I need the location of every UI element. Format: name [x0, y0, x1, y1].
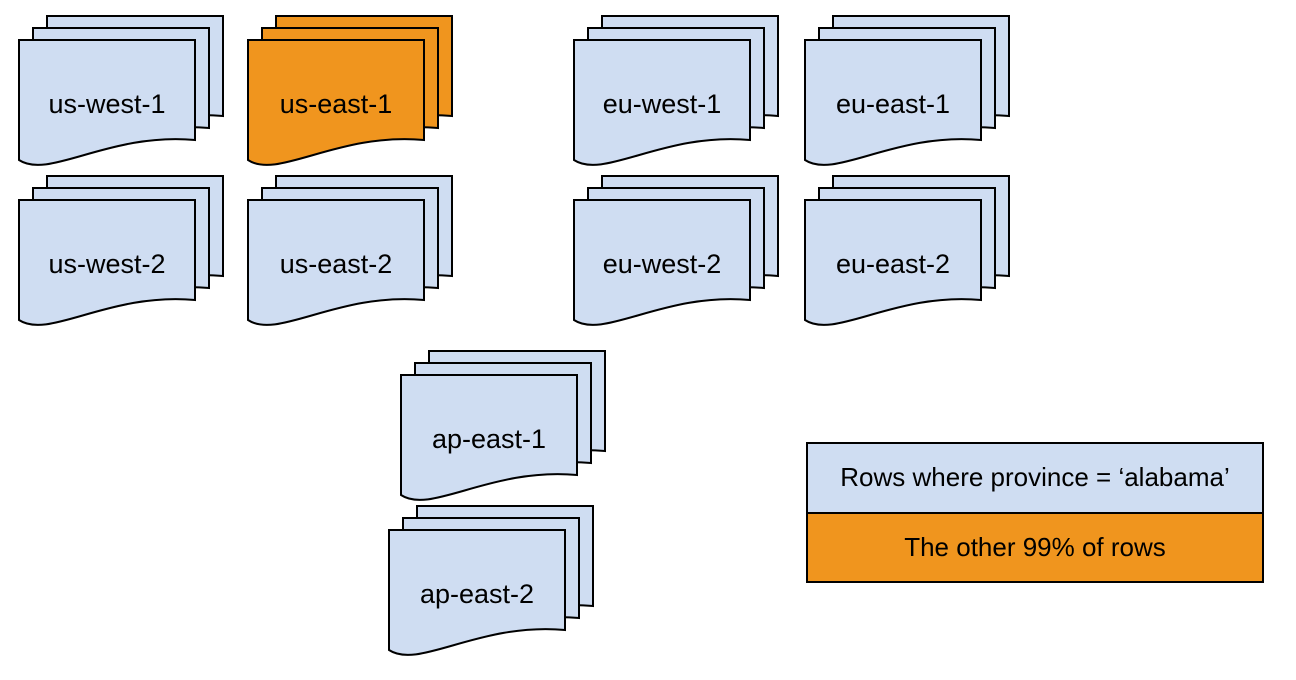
doc-stack-eu-west-2: eu-west-2 [573, 175, 779, 326]
doc-stack-ap-east-2: ap-east-2 [388, 505, 594, 656]
doc-stack-label: ap-east-1 [432, 424, 546, 454]
doc-stack-label: eu-west-2 [603, 249, 722, 279]
doc-stack-label: eu-east-2 [836, 249, 950, 279]
document-shape-front [247, 199, 425, 326]
document-shape-front [247, 39, 425, 166]
document-shape-front [573, 39, 751, 166]
doc-stack-label: eu-west-1 [603, 89, 722, 119]
doc-stack-ap-east-1: ap-east-1 [400, 350, 606, 501]
doc-stack-eu-east-2: eu-east-2 [804, 175, 1010, 326]
doc-stack-eu-east-1: eu-east-1 [804, 15, 1010, 166]
doc-stack-us-east-1: us-east-1 [247, 15, 453, 166]
document-shape-front [804, 199, 982, 326]
legend-item-alabama-rows: Rows where province = ‘alabama’ [808, 444, 1262, 514]
doc-stack-label: us-west-1 [48, 89, 165, 119]
legend-item-label: The other 99% of rows [904, 531, 1166, 562]
doc-stack-label: us-west-2 [48, 249, 165, 279]
legend-item-other-rows: The other 99% of rows [808, 513, 1262, 581]
doc-stack-us-west-2: us-west-2 [18, 175, 224, 326]
legend: Rows where province = ‘alabama’ The othe… [806, 442, 1264, 583]
doc-stack-us-east-2: us-east-2 [247, 175, 453, 326]
doc-stack-eu-west-1: eu-west-1 [573, 15, 779, 166]
doc-stack-label: eu-east-1 [836, 89, 950, 119]
doc-stack-us-west-1: us-west-1 [18, 15, 224, 166]
doc-stack-label: ap-east-2 [420, 579, 534, 609]
document-shape-front [400, 374, 578, 501]
document-shape-front [18, 39, 196, 166]
doc-stack-label: us-east-2 [280, 249, 393, 279]
doc-stack-label: us-east-1 [280, 89, 393, 119]
document-shape-front [804, 39, 982, 166]
document-shape-front [18, 199, 196, 326]
document-shape-front [573, 199, 751, 326]
document-shape-front [388, 529, 566, 656]
legend-item-label: Rows where province = ‘alabama’ [840, 462, 1230, 493]
